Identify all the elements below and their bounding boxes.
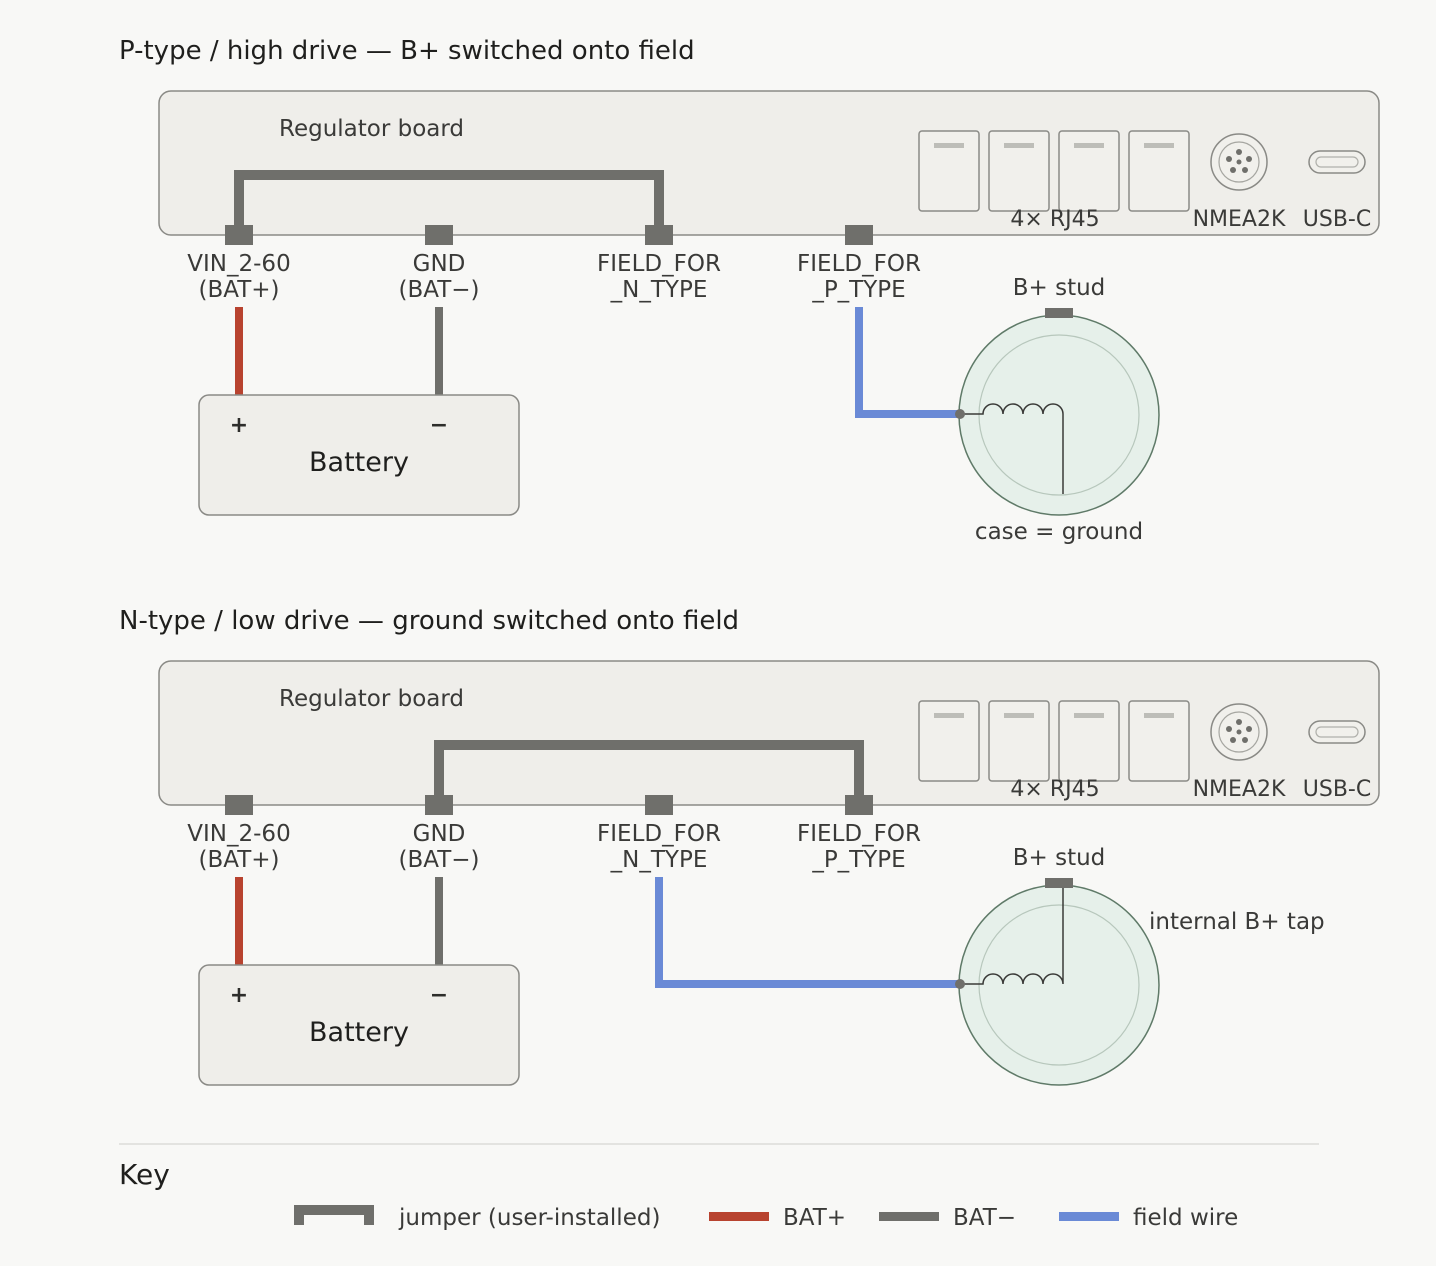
rj45-port xyxy=(1058,130,1120,212)
alternator xyxy=(955,878,1160,1086)
b-plus-stud xyxy=(1045,308,1073,318)
legend-bat-minus-label: BAT− xyxy=(953,1205,1016,1231)
pin-label-field-n: FIELD_FOR xyxy=(597,821,721,847)
rj45-port xyxy=(1128,700,1190,782)
field-wire xyxy=(655,877,960,988)
rj45-label: 4× RJ45 xyxy=(1010,207,1099,232)
b-plus-stud xyxy=(1045,878,1073,888)
pin-tab xyxy=(425,225,453,245)
rj45-port xyxy=(988,130,1050,212)
rj45-label: 4× RJ45 xyxy=(1010,777,1099,802)
alternator-note: internal B+ tap xyxy=(1149,909,1325,935)
usb-c-label: USB-C xyxy=(1303,207,1371,232)
jumper-wire xyxy=(234,170,664,228)
pin-label-field-p-sub: _P_TYPE xyxy=(811,847,905,873)
field-wire xyxy=(855,307,960,418)
pin-label-vin-sub: (BAT+) xyxy=(199,277,280,303)
battery-minus-sign: − xyxy=(430,983,448,1008)
pin-label-vin: VIN_2-60 xyxy=(187,251,290,277)
usb-c-port-icon xyxy=(1308,150,1366,174)
rj45-port xyxy=(918,130,980,212)
pin-tab xyxy=(225,795,253,815)
rj45-port xyxy=(988,700,1050,782)
board-label: Regulator board xyxy=(279,116,464,142)
pin-tab xyxy=(645,795,673,815)
battery-plus-sign: + xyxy=(230,413,248,438)
board-label: Regulator board xyxy=(279,686,464,712)
nmea2k-label: NMEA2K xyxy=(1193,207,1286,232)
battery-minus-sign: − xyxy=(430,413,448,438)
jumper-wire xyxy=(434,740,864,798)
rj45-ports xyxy=(918,130,1190,212)
legend-jumper-swatch xyxy=(294,1205,374,1225)
legend-jumper-label: jumper (user-installed) xyxy=(398,1205,660,1231)
nmea2k-label: NMEA2K xyxy=(1193,777,1286,802)
legend: Key jumper (user-installed) BAT+ BAT− fi… xyxy=(119,1143,1319,1231)
pin-label-field-p-sub: _P_TYPE xyxy=(811,277,905,303)
diagram-n-type: N-type / low drive — ground switched ont… xyxy=(119,606,1380,1086)
pin-label-field-p: FIELD_FOR xyxy=(797,821,921,847)
pin-label-gnd-sub: (BAT−) xyxy=(399,277,480,303)
diagram-title-n-type: N-type / low drive — ground switched ont… xyxy=(119,606,739,636)
battery xyxy=(198,964,520,1086)
pin-label-field-n: FIELD_FOR xyxy=(597,251,721,277)
nmea2k-connector-icon xyxy=(1210,133,1268,191)
diagram-p-type: P-type / high drive — B+ switched onto f… xyxy=(119,36,1380,545)
legend-bat-plus-label: BAT+ xyxy=(783,1205,846,1231)
pin-tab xyxy=(425,795,453,815)
battery-plus-sign: + xyxy=(230,983,248,1008)
pin-tab xyxy=(645,225,673,245)
legend-bat-minus-swatch xyxy=(879,1212,939,1221)
usb-c-label: USB-C xyxy=(1303,777,1371,802)
pin-tab xyxy=(225,225,253,245)
legend-title: Key xyxy=(119,1158,170,1191)
diagram-title-p-type: P-type / high drive — B+ switched onto f… xyxy=(119,36,695,66)
rj45-port xyxy=(918,700,980,782)
pin-label-field-p: FIELD_FOR xyxy=(797,251,921,277)
pin-label-gnd: GND xyxy=(413,821,466,847)
legend-field-wire-label: field wire xyxy=(1133,1205,1238,1231)
legend-bat-plus-swatch xyxy=(709,1212,769,1221)
nmea2k-connector-icon xyxy=(1210,703,1268,761)
pin-label-field-n-sub: _N_TYPE xyxy=(610,847,708,873)
b-plus-stud-label: B+ stud xyxy=(1013,845,1106,871)
pin-label-vin-sub: (BAT+) xyxy=(199,847,280,873)
pin-tab xyxy=(845,225,873,245)
battery-label: Battery xyxy=(309,447,409,478)
pin-label-gnd-sub: (BAT−) xyxy=(399,847,480,873)
battery xyxy=(198,394,520,516)
pin-tab xyxy=(845,795,873,815)
pin-label-gnd: GND xyxy=(413,251,466,277)
pin-label-vin: VIN_2-60 xyxy=(187,821,290,847)
field-coil-icon xyxy=(961,403,1064,494)
rj45-ports xyxy=(918,700,1190,782)
alternator-note: case = ground xyxy=(975,519,1143,545)
alternator xyxy=(955,308,1160,516)
legend-field-wire-swatch xyxy=(1059,1212,1119,1221)
b-plus-stud-label: B+ stud xyxy=(1013,275,1106,301)
field-coil-icon xyxy=(961,888,1064,985)
pin-label-field-n-sub: _N_TYPE xyxy=(610,277,708,303)
usb-c-port-icon xyxy=(1308,720,1366,744)
battery-label: Battery xyxy=(309,1017,409,1048)
rj45-port xyxy=(1058,700,1120,782)
rj45-port xyxy=(1128,130,1190,212)
